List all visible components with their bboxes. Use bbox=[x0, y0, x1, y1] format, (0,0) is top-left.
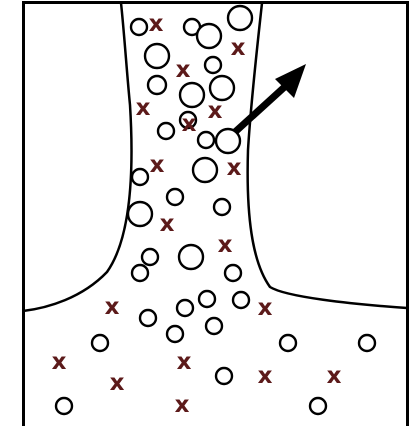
particle-circle-icon bbox=[128, 202, 152, 226]
x-marker-icon: x bbox=[176, 57, 191, 83]
particle-circle-icon bbox=[310, 398, 326, 414]
x-marker-icon: x bbox=[327, 363, 342, 389]
x-marker-icon: x bbox=[231, 35, 246, 61]
particle-circle-icon bbox=[205, 57, 221, 73]
x-marker-icon: x bbox=[160, 211, 175, 237]
particle-circle-icon bbox=[280, 335, 296, 351]
particle-circle-icon bbox=[206, 318, 222, 334]
particle-circle-icon bbox=[177, 300, 193, 316]
x-marker-icon: x bbox=[105, 294, 120, 320]
particle-circle-icon bbox=[225, 265, 241, 281]
particle-circle-icon bbox=[131, 19, 147, 35]
particle-circle-icon bbox=[140, 310, 156, 326]
particle-circle-icon bbox=[198, 132, 214, 148]
x-marker-icon: x bbox=[177, 349, 192, 375]
particle-circle-icon bbox=[214, 199, 230, 215]
particle-circle-icon bbox=[193, 158, 217, 182]
particle-circle-icon bbox=[233, 292, 249, 308]
particle-circle-icon bbox=[179, 245, 203, 269]
particle-circle-icon bbox=[197, 24, 221, 48]
particle-circle-icon bbox=[132, 265, 148, 281]
particle-circle-icon bbox=[158, 123, 174, 139]
x-marker-icon: x bbox=[208, 98, 223, 124]
x-marker-icon: x bbox=[149, 11, 164, 37]
x-marker-icon: x bbox=[150, 152, 165, 178]
particle-circle-icon bbox=[167, 326, 183, 342]
x-marker-icon: x bbox=[52, 349, 67, 375]
particle-circle-icon bbox=[145, 44, 169, 68]
x-marker-icon: x bbox=[110, 370, 125, 396]
x-marker-icon: x bbox=[136, 95, 151, 121]
particle-circle-icon bbox=[180, 83, 204, 107]
x-marker-icon: x bbox=[182, 111, 197, 137]
particle-circle-icon bbox=[92, 335, 108, 351]
particle-circle-icon bbox=[359, 335, 375, 351]
particle-circle-icon bbox=[210, 76, 234, 100]
particle-circle-icon bbox=[148, 76, 166, 94]
particle-circle-icon bbox=[132, 169, 148, 185]
particle-circle-icon bbox=[216, 368, 232, 384]
particle-circle-icon bbox=[228, 6, 252, 30]
x-marker-icon: x bbox=[258, 363, 273, 389]
x-marker-icon: x bbox=[218, 232, 233, 258]
particle-circle-icon bbox=[167, 189, 183, 205]
x-marker-icon: x bbox=[175, 392, 190, 418]
particle-circle-icon bbox=[56, 398, 72, 414]
particle-circle-icon bbox=[142, 249, 158, 265]
particle-circle-icon bbox=[199, 291, 215, 307]
x-marker-icon: x bbox=[258, 295, 273, 321]
x-marker-icon: x bbox=[227, 155, 242, 181]
